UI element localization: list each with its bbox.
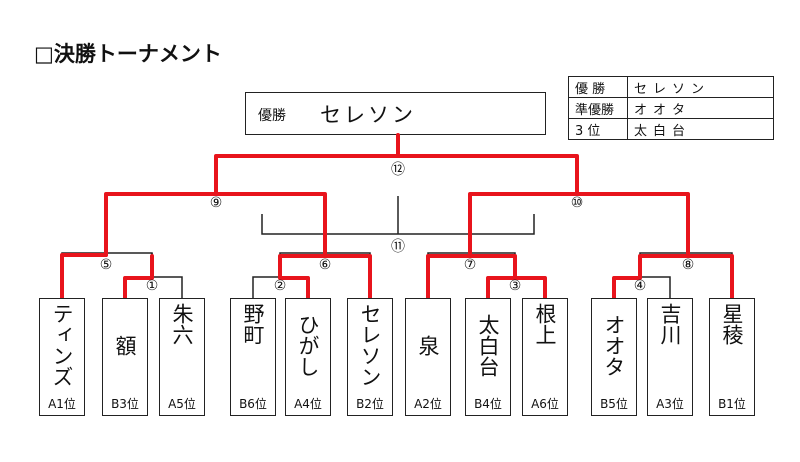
champion-box: 優勝 セレソン xyxy=(245,92,546,135)
team-box: セレソン B2位 xyxy=(347,298,393,416)
team-name: ティンズ xyxy=(50,303,74,387)
champion-label: 優勝 xyxy=(258,108,286,124)
winner-path xyxy=(60,133,734,300)
team-seed: B2位 xyxy=(356,397,384,411)
result-team: 太白台 xyxy=(627,118,774,140)
match-12-number: ⑫ xyxy=(391,162,405,178)
team-seed: B6位 xyxy=(239,397,267,411)
team-box: 朱六 A5位 xyxy=(159,298,205,416)
team-seed: A1位 xyxy=(48,397,76,411)
win-path-m8 xyxy=(686,254,734,300)
team-seed: B3位 xyxy=(111,397,139,411)
match-11-number: ⑪ xyxy=(391,239,405,255)
win-path-m3 xyxy=(513,276,547,300)
team-seed: B1位 xyxy=(718,397,746,411)
win-path-m9a xyxy=(104,192,218,257)
team-name: 額 xyxy=(113,334,137,356)
team-seed: A6位 xyxy=(531,397,559,411)
team-name: オオタ xyxy=(602,313,626,377)
team-seed: A2位 xyxy=(414,397,442,411)
win-path-m7a xyxy=(426,254,472,300)
team-box: ティンズ A1位 xyxy=(39,298,85,416)
match-7-number: ⑦ xyxy=(463,257,477,273)
win-path-m12 xyxy=(214,133,400,196)
page-title: □決勝トーナメント xyxy=(34,42,222,66)
win-path-m5 xyxy=(60,253,108,300)
match-2-number: ② xyxy=(273,278,287,294)
team-name: セレソン xyxy=(358,303,382,387)
team-name: 吉川 xyxy=(658,303,682,345)
team-box: ひがし A4位 xyxy=(285,298,331,416)
team-box: 吉川 A3位 xyxy=(647,298,693,416)
team-name: 星稜 xyxy=(720,303,744,345)
result-rank: 準優勝 xyxy=(568,97,628,119)
team-box: 星稜 B1位 xyxy=(709,298,755,416)
team-seed: A3位 xyxy=(656,397,684,411)
team-seed: B4位 xyxy=(474,397,502,411)
result-rank: 3 位 xyxy=(568,118,628,140)
match-10-number: ⑩ xyxy=(570,195,584,211)
match-5-number: ⑤ xyxy=(99,257,113,273)
match-1-number: ① xyxy=(145,278,159,294)
results-table: 優 勝 セレソン 準優勝 オオタ 3 位 太白台 xyxy=(568,76,774,140)
team-name: 太白台 xyxy=(476,313,500,377)
match-4-number: ④ xyxy=(633,278,647,294)
team-seed: A5位 xyxy=(168,397,196,411)
result-team: オオタ xyxy=(627,97,774,119)
team-name: 野町 xyxy=(241,303,265,345)
results-row: 3 位 太白台 xyxy=(568,118,774,140)
team-seed: A4位 xyxy=(294,397,322,411)
win-path-m1 xyxy=(123,254,154,300)
team-seed: B5位 xyxy=(600,397,628,411)
win-path-m6 xyxy=(214,192,372,300)
champion-name: セレソン xyxy=(320,103,416,127)
team-box: 額 B3位 xyxy=(102,298,148,416)
match-6-number: ⑥ xyxy=(318,257,332,273)
results-row: 優 勝 セレソン xyxy=(568,76,774,98)
team-box: 根上 A6位 xyxy=(522,298,568,416)
win-path-m2 xyxy=(278,254,327,300)
team-name: 泉 xyxy=(416,334,440,356)
result-rank: 優 勝 xyxy=(568,76,628,98)
match-3-number: ③ xyxy=(508,278,522,294)
team-box: 野町 B6位 xyxy=(230,298,276,416)
match-9-number: ⑨ xyxy=(209,195,223,211)
team-name: ひがし xyxy=(296,313,320,377)
team-box: 泉 A2位 xyxy=(405,298,451,416)
results-row: 準優勝 オオタ xyxy=(568,97,774,119)
team-box: オオタ B5位 xyxy=(591,298,637,416)
result-team: セレソン xyxy=(627,76,774,98)
match-8-number: ⑧ xyxy=(681,257,695,273)
win-path-m7 xyxy=(468,192,579,300)
team-box: 太白台 B4位 xyxy=(465,298,511,416)
team-name: 根上 xyxy=(533,303,557,345)
team-name: 朱六 xyxy=(170,303,194,345)
